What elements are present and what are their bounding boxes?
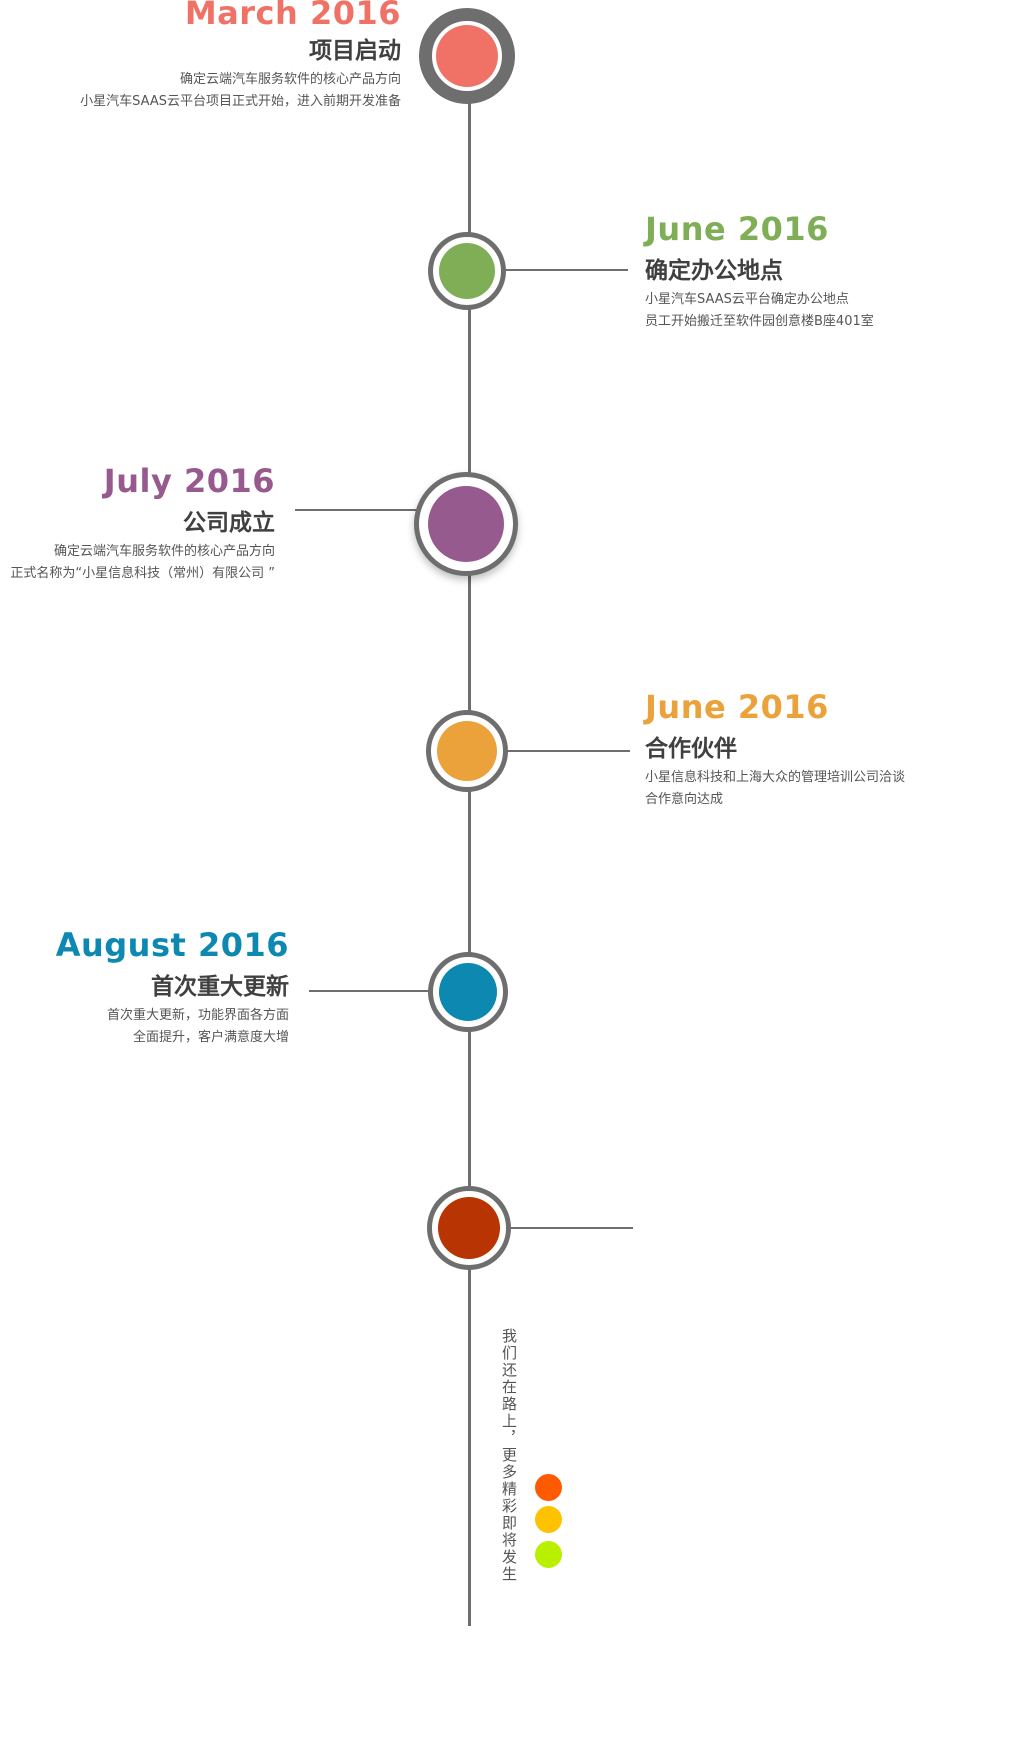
milestone-entry-5: August 2016 首次重大更新 首次重大更新，功能界面各方面 全面提升，客…	[56, 926, 289, 1049]
future-dot-yellow	[535, 1506, 562, 1533]
milestone-desc-line: 小星信息科技和上海大众的管理培训公司洽谈	[645, 770, 906, 785]
future-dot-orange	[535, 1474, 562, 1501]
milestone-node-1	[419, 8, 515, 104]
milestone-node-5	[428, 952, 508, 1032]
milestone-desc-line: 确定云端汽车服务软件的核心产品方向	[53, 544, 275, 559]
milestone-desc-line: 员工开始搬迁至软件园创意楼B座401室	[645, 314, 874, 329]
milestone-desc-line: 正式名称为“小星信息科技（常州）有限公司 ”	[10, 566, 275, 581]
future-message: 我们还在路上，更多精彩即将发生	[500, 1328, 518, 1583]
milestone-connector-4	[505, 750, 630, 752]
milestone-entry-2: June 2016 确定办公地点 小星汽车SAAS云平台确定办公地点 员工开始搬…	[645, 210, 874, 333]
milestone-dot-3	[428, 486, 504, 562]
milestone-entry-4: June 2016 合作伙伴 小星信息科技和上海大众的管理培训公司洽谈 合作意向…	[645, 688, 905, 811]
milestone-desc-line: 首次重大更新，功能界面各方面	[106, 1008, 289, 1023]
milestone-title: 项目启动	[309, 38, 401, 64]
milestone-desc-line: 确定云端汽车服务软件的核心产品方向	[179, 72, 401, 87]
timeline-line	[468, 96, 471, 1626]
milestone-entry-3: July 2016 公司成立 确定云端汽车服务软件的核心产品方向 正式名称为“小…	[10, 462, 275, 585]
milestone-dot-5	[439, 963, 497, 1021]
milestone-date: March 2016	[184, 0, 401, 32]
milestone-title: 公司成立	[183, 510, 275, 536]
milestone-desc-line: 合作意向达成	[645, 792, 724, 807]
milestone-desc-line: 全面提升，客户满意度大增	[132, 1030, 289, 1045]
milestone-title: 确定办公地点	[645, 258, 783, 284]
milestone-node-3	[414, 472, 518, 576]
milestone-connector-2	[503, 269, 628, 271]
milestone-dot-1	[436, 25, 498, 87]
milestone-date: June 2016	[645, 688, 829, 726]
milestone-connector-6	[508, 1227, 633, 1229]
milestone-desc-line: 小星汽车SAAS云平台确定办公地点	[645, 292, 849, 307]
milestone-node-4	[426, 710, 508, 792]
milestone-entry-1: March 2016 项目启动 确定云端汽车服务软件的核心产品方向 小星汽车SA…	[80, 0, 401, 113]
milestone-node-6	[427, 1186, 511, 1270]
milestone-desc-line: 小星汽车SAAS云平台项目正式开始，进入前期开发准备	[80, 94, 401, 109]
milestone-title: 首次重大更新	[151, 974, 289, 1000]
future-dot-lime	[535, 1541, 562, 1568]
milestone-date: June 2016	[645, 210, 829, 248]
milestone-connector-5	[309, 990, 430, 992]
milestone-dot-4	[437, 721, 497, 781]
milestone-date: August 2016	[55, 926, 289, 964]
milestone-date: July 2016	[103, 462, 275, 500]
milestone-dot-6	[438, 1197, 500, 1259]
milestone-node-2	[428, 232, 506, 310]
milestone-dot-2	[439, 243, 495, 299]
milestone-connector-3	[295, 509, 421, 511]
milestone-title: 合作伙伴	[645, 736, 737, 762]
